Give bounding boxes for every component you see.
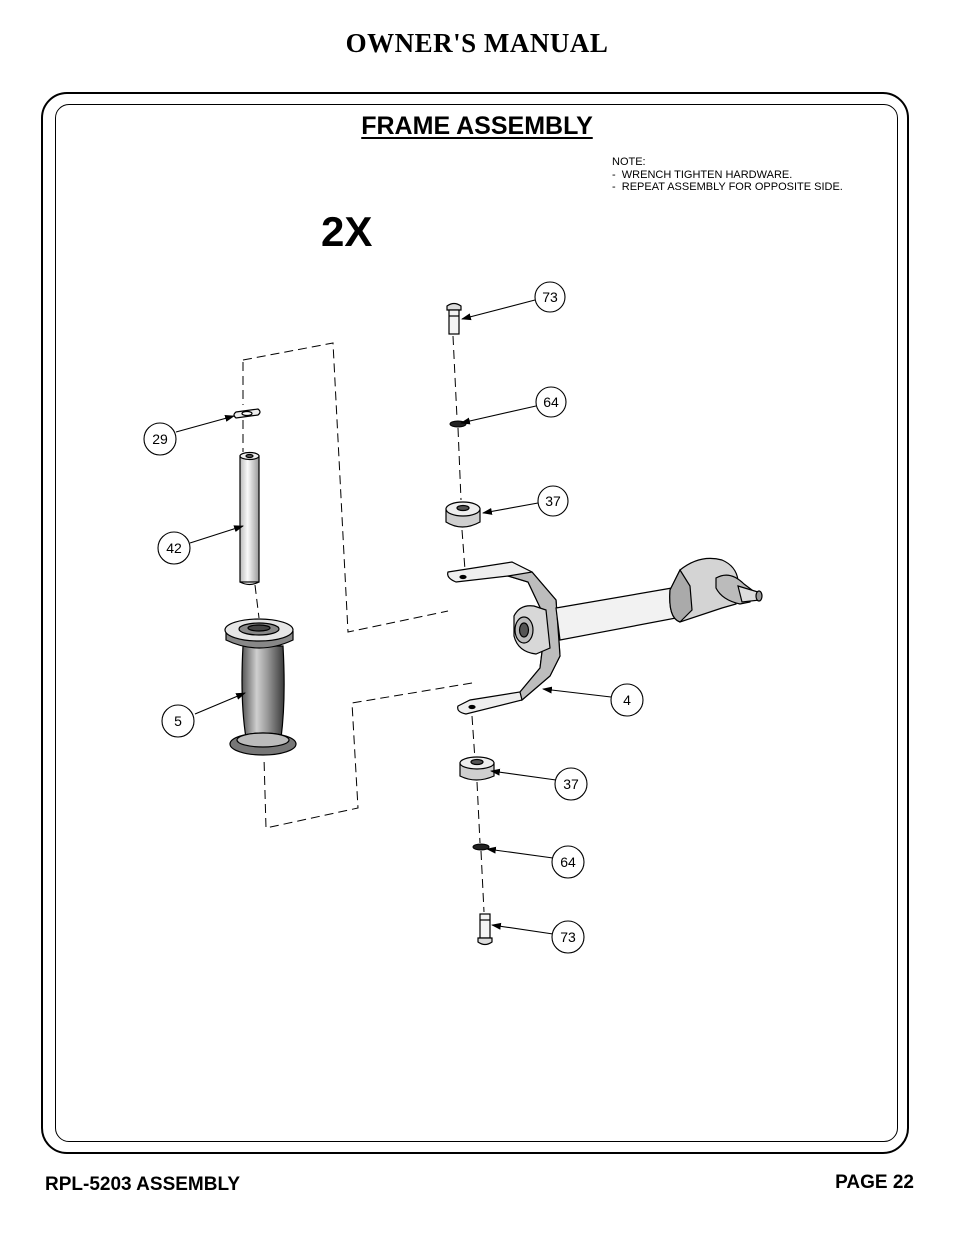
note-line-2: - REPEAT ASSEMBLY FOR OPPOSITE SIDE. — [612, 181, 843, 193]
callout-37-top: 37 — [537, 485, 569, 517]
section-title: FRAME ASSEMBLY — [361, 112, 593, 140]
svg-text:37: 37 — [563, 776, 579, 792]
svg-text:37: 37 — [545, 493, 561, 509]
svg-text:73: 73 — [560, 929, 576, 945]
note-heading: NOTE: — [612, 156, 646, 168]
callout-64-top: 64 — [535, 386, 567, 418]
callout-42: 42 — [157, 531, 191, 565]
quantity-multiplier: 2X — [321, 208, 373, 255]
callout-29: 29 — [143, 422, 177, 456]
roller-pad — [224, 618, 297, 756]
page-border-outer — [41, 92, 909, 1154]
bolt-top — [446, 302, 462, 335]
page-border-inner — [55, 104, 898, 1142]
footer-model: RPL-5203 ASSEMBLY — [45, 1174, 240, 1195]
note-line-1: - WRENCH TIGHTEN HARDWARE. — [612, 168, 793, 181]
callout-leaders — [175, 299, 612, 935]
svg-text:64: 64 — [543, 394, 559, 410]
manual-title: OWNER'S MANUAL — [345, 28, 609, 58]
callout-73-top: 73 — [534, 281, 566, 313]
callout-37-bottom: 37 — [554, 767, 588, 801]
svg-text:5: 5 — [174, 713, 182, 729]
tube — [239, 451, 260, 586]
footer-page-number: PAGE 22 — [835, 1172, 914, 1193]
washer-bottom — [472, 843, 490, 851]
svg-text:4: 4 — [623, 692, 631, 708]
bushing-top — [445, 501, 481, 528]
callout-64-bottom: 64 — [551, 845, 585, 879]
svg-text:64: 64 — [560, 854, 576, 870]
clip — [233, 408, 261, 419]
svg-text:29: 29 — [152, 431, 168, 447]
assembly-note: NOTE: - WRENCH TIGHTEN HARDWARE. - REPEA… — [612, 156, 843, 194]
svg-text:42: 42 — [166, 540, 182, 556]
bolt-bottom — [477, 913, 493, 946]
svg-text:73: 73 — [542, 289, 558, 305]
bracket-frame — [447, 557, 763, 715]
callout-5: 5 — [161, 704, 195, 738]
bushing-bottom — [459, 756, 495, 781]
callout-4: 4 — [610, 683, 644, 717]
alignment-dashes — [242, 335, 485, 913]
callout-73-bottom: 73 — [551, 920, 585, 954]
